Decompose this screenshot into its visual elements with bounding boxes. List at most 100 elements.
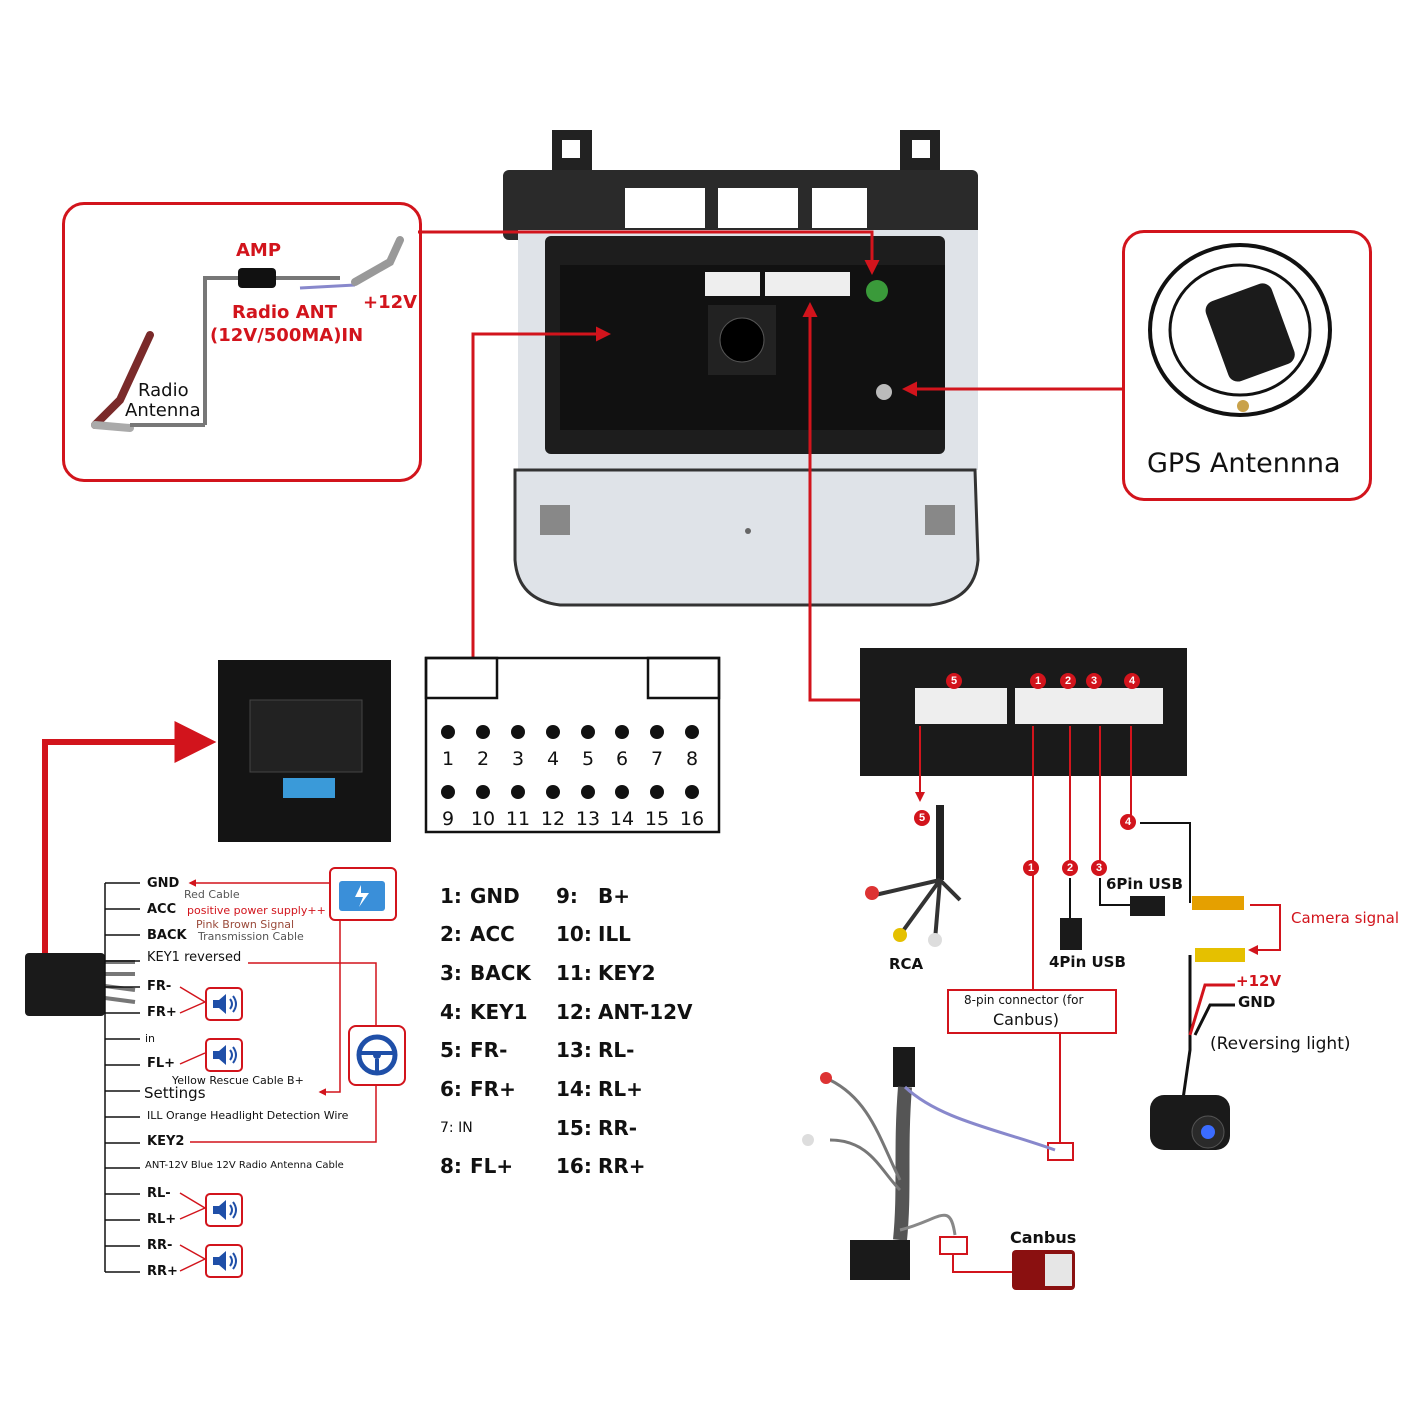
pin-number: 8 — [685, 748, 699, 770]
pin-legend-number: 7: IN — [440, 1120, 473, 1136]
pin-legend-row: 11:KEY2 — [556, 961, 656, 985]
canbus-connector-label-2: Canbus) — [993, 1010, 1059, 1029]
harness-plug — [25, 953, 136, 1016]
pin-legend-name: BACK — [470, 961, 531, 985]
wire-rr-minus: RR- — [147, 1238, 173, 1253]
pin-number: 16 — [679, 808, 705, 830]
pin-legend-number: 16: — [556, 1154, 592, 1178]
gps-antenna-illustration — [1148, 243, 1332, 417]
wire-red-cable: Red Cable — [184, 888, 240, 901]
pin-number: 5 — [581, 748, 595, 770]
pin-legend-row: 8:FL+ — [440, 1154, 513, 1178]
pin-dot — [476, 725, 490, 739]
pin-legend-row: 15:RR- — [556, 1116, 637, 1140]
pin-dot — [581, 725, 595, 739]
port-number-badge: 4 — [1124, 673, 1140, 689]
usb6-label: 6Pin USB — [1106, 875, 1183, 893]
speaker-icon-rr — [205, 1244, 243, 1278]
canbus-harness — [802, 1047, 1056, 1280]
pin-number: 1 — [441, 748, 455, 770]
port-number-badge: 2 — [1060, 673, 1076, 689]
pin-legend-name: RL- — [598, 1038, 635, 1062]
pin-dot — [685, 725, 699, 739]
wire-rr-plus: RR+ — [147, 1264, 178, 1279]
pin-number: 10 — [470, 808, 496, 830]
pin-legend-row: 2: ACC — [440, 922, 515, 946]
pin-legend-row: 3: BACK — [440, 961, 531, 985]
wire-fl-plus: FL+ — [147, 1056, 176, 1071]
pin-number: 2 — [476, 748, 490, 770]
pin-number: 6 — [615, 748, 629, 770]
camera-signal-label: Camera signal — [1291, 909, 1400, 927]
pin-legend-row: 1:GND — [440, 884, 520, 908]
pin-legend-row: 7: IN — [440, 1120, 480, 1136]
pin-number: 4 — [546, 748, 560, 770]
wire-rl-minus: RL- — [147, 1186, 171, 1201]
pin-legend-row: 12:ANT-12V — [556, 1000, 693, 1024]
pin-legend-row: 4:KEY1 — [440, 1000, 528, 1024]
wire-fr-minus: FR- — [147, 979, 172, 994]
pin-legend-row: 10:ILL — [556, 922, 631, 946]
wire-key2: KEY2 — [147, 1134, 185, 1149]
pin-legend-row: 6:FR+ — [440, 1077, 516, 1101]
steering-wheel-icon — [348, 1025, 406, 1086]
wire-yellow-rescue: Yellow Rescue Cable B+ — [172, 1074, 304, 1087]
pin-number: 13 — [575, 808, 601, 830]
rca-bundle — [865, 805, 962, 947]
port-number-badge: 3 — [1086, 673, 1102, 689]
wire-pink-brown: Pink Brown Signal — [196, 918, 295, 931]
wire-key1: KEY1 reversed — [147, 950, 242, 965]
pin-legend-number: 11: — [556, 961, 592, 985]
camera-gnd-label: GND — [1238, 993, 1276, 1011]
pin-legend-name: KEY1 — [470, 1000, 528, 1024]
pin-legend-name: FL+ — [470, 1154, 514, 1178]
port-number-badge: 4 — [1120, 814, 1136, 830]
pin-dot — [511, 725, 525, 739]
pin-legend-name: ANT-12V — [598, 1000, 693, 1024]
pin-number: 3 — [511, 748, 525, 770]
pin-legend-name: KEY2 — [598, 961, 656, 985]
pin-dot — [441, 785, 455, 799]
rear-ports-photo — [860, 648, 1187, 776]
rca-label: RCA — [889, 955, 924, 973]
pin-legend-number: 13: — [556, 1038, 592, 1062]
wire-transmission: Transmission Cable — [198, 930, 304, 943]
pin-legend-number: 3: — [440, 961, 462, 985]
pin-dot — [615, 725, 629, 739]
pin-legend-name: ACC — [470, 922, 515, 946]
port-number-badge: 3 — [1091, 860, 1107, 876]
port-number-badge: 2 — [1062, 860, 1078, 876]
wire-back: BACK — [147, 928, 187, 943]
pin-number: 14 — [609, 808, 635, 830]
head-unit-rear — [503, 130, 980, 607]
radio-ant-label: Radio ANT — [232, 302, 337, 323]
amp-label: AMP — [236, 240, 282, 261]
wire-fr-plus: FR+ — [147, 1005, 177, 1020]
pin-legend-name: RL+ — [598, 1077, 643, 1101]
iso-connector-photo — [218, 660, 391, 842]
pin-legend-number: 15: — [556, 1116, 592, 1140]
port-number-badge: 1 — [1030, 673, 1046, 689]
pin-dot — [546, 725, 560, 739]
canbus-connector-label-1: 8-pin connector (for — [964, 993, 1084, 1007]
pin-legend-number: 14: — [556, 1077, 592, 1101]
wire-gnd: GND — [147, 876, 180, 891]
wire-in: in — [145, 1032, 156, 1045]
plus12v-label: +12V — [363, 292, 418, 313]
pin-dot — [650, 785, 664, 799]
pin-legend-number: 2: — [440, 922, 462, 946]
pin-legend-row: 16:RR+ — [556, 1154, 646, 1178]
pin-number: 15 — [644, 808, 670, 830]
pin-dots — [441, 725, 699, 799]
pin-legend-row: 14:RL+ — [556, 1077, 643, 1101]
pin-dot — [650, 725, 664, 739]
radio-antenna-label-2: Antenna — [125, 400, 201, 421]
battery-icon — [329, 867, 397, 921]
pin-legend-row: 5:FR- — [440, 1038, 507, 1062]
pin-legend-number: 5: — [440, 1038, 462, 1062]
pin-legend-name: FR+ — [470, 1077, 516, 1101]
wire-acc: ACC — [147, 902, 177, 917]
pin-diagram-outline — [424, 656, 721, 834]
